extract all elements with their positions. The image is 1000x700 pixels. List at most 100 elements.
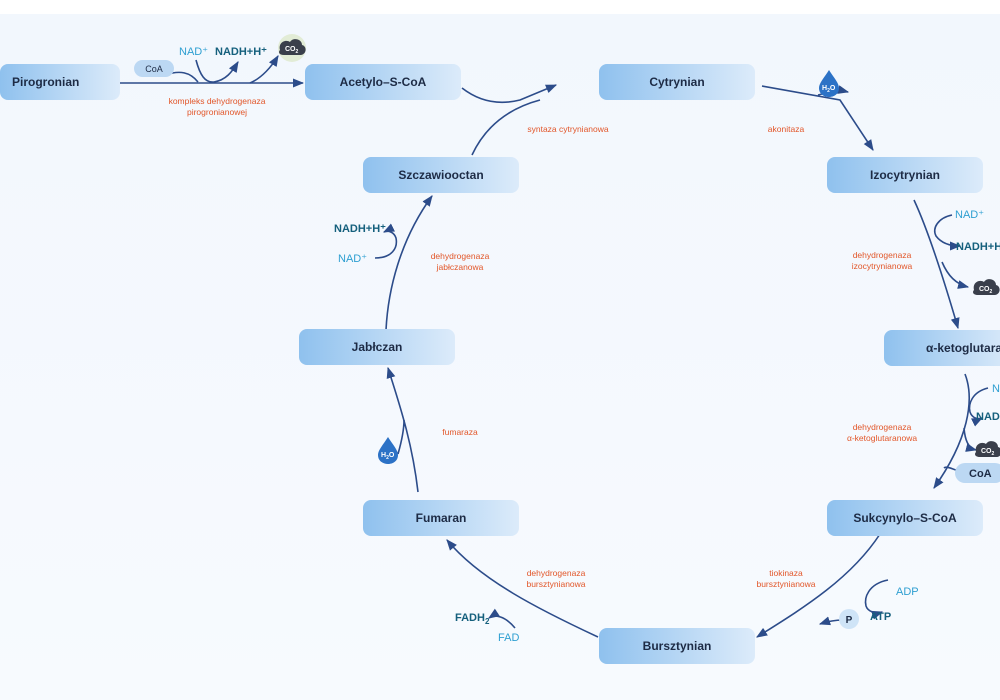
- arrow-synthase: [461, 84, 558, 104]
- co2-c: CO: [285, 46, 296, 53]
- arrow-mdh: [385, 195, 433, 331]
- arrow-sdh-fad: [488, 608, 516, 629]
- h2o-h: H: [381, 452, 386, 459]
- svg-text:FADH2: FADH2: [455, 612, 490, 626]
- node-label: Acetylo–S-CoA: [340, 75, 427, 89]
- enzyme-pdh-line2: pirogronianowej: [187, 107, 247, 117]
- reaction-arrows: [120, 55, 989, 638]
- co2-icon: CO2: [278, 34, 306, 62]
- node-jablczan: Jabłczan: [299, 329, 455, 365]
- phosphate-badge: P: [839, 609, 859, 629]
- arrow-synthase-oaa: [471, 99, 541, 156]
- node-label: Fumaran: [416, 511, 467, 525]
- node-label: Cytrynian: [649, 75, 704, 89]
- arrow-fumarase-h2o: [397, 419, 405, 455]
- arrow-sdh: [446, 539, 599, 638]
- enzyme-akg-line1: dehydrogenaza: [853, 422, 912, 432]
- top-band: [0, 0, 1000, 14]
- coa-label: CoA: [145, 64, 163, 74]
- enzyme-syntaza: syntaza cytrynianowa: [527, 124, 609, 134]
- arrow-akg-nad: [968, 387, 989, 427]
- enzyme-fumaraza: fumaraza: [442, 427, 478, 437]
- node-label: Bursztynian: [643, 639, 712, 653]
- svg-text:H2O: H2O: [822, 85, 836, 94]
- arrow-idh: [913, 199, 960, 330]
- enzyme-sdh-line2: bursztynianowa: [526, 579, 585, 589]
- enzyme-tio-line1: tiokinaza: [769, 568, 803, 578]
- nadh-label-mdh: NADH+H⁺: [334, 223, 386, 235]
- nad-label-mdh: NAD⁺: [338, 253, 367, 265]
- arrow-mdh-nad: [374, 223, 398, 259]
- node-bursztynian: Bursztynian: [599, 628, 755, 664]
- co2-icon: CO2: [975, 441, 1000, 457]
- h2o-o: O: [830, 85, 836, 92]
- svg-text:H2O: H2O: [381, 452, 395, 461]
- h2o-o: O: [389, 452, 395, 459]
- h2o-sub: 2: [386, 455, 389, 461]
- co2-c: CO: [979, 286, 990, 293]
- node-acetylo: Acetylo–S-CoA: [305, 64, 461, 100]
- phosphate-label: P: [846, 615, 853, 626]
- fad-label: FAD: [498, 632, 519, 644]
- enzyme-mdh-line1: dehydrogenaza: [431, 251, 490, 261]
- nad-label-idh: NAD⁺: [955, 209, 984, 221]
- co2-sub: 2: [990, 289, 993, 295]
- arrow-akg-coa: [943, 466, 957, 471]
- h2o-h: H: [822, 85, 827, 92]
- coa-label: CoA: [969, 468, 992, 480]
- enzyme-mdh-line2: jabłczanowa: [436, 262, 484, 272]
- arrow-pdh-nad: [195, 59, 239, 83]
- node-label: α-ketoglutaran: [926, 341, 1000, 355]
- svg-text:CO2: CO2: [979, 286, 993, 295]
- node-label: Sukcynylo–S-CoA: [853, 511, 957, 525]
- coa-pill-akg: CoA: [955, 463, 1000, 483]
- node-cytrynian: Cytrynian: [599, 64, 755, 100]
- water-drop-icon: H2O: [819, 70, 839, 97]
- co2-icon: CO2: [973, 279, 1000, 295]
- enzyme-idh-line2: izocytrynianowa: [852, 261, 913, 271]
- fadh2-sub: 2: [485, 617, 490, 626]
- nadh-label-akg: NAD: [976, 411, 1000, 423]
- node-pirogronian: Pirogronian: [0, 64, 120, 100]
- node-label: Pirogronian: [12, 75, 79, 89]
- svg-text:CO2: CO2: [285, 46, 299, 55]
- adp-label: ADP: [896, 586, 919, 598]
- fadh2-label: FADH: [455, 612, 485, 624]
- enzyme-akg-line2: α-ketoglutaranowa: [847, 433, 917, 443]
- atp-label: ATP: [870, 611, 891, 623]
- arrow-tiokinaza: [756, 533, 881, 638]
- arrow-idh-co2: [941, 261, 970, 289]
- enzyme-sdh-line1: dehydrogenaza: [527, 568, 586, 578]
- enzyme-labels: kompleks dehydrogenaza pirogronianowej s…: [169, 96, 918, 589]
- enzyme-idh-line1: dehydrogenaza: [853, 250, 912, 260]
- node-izocytrynian: Izocytrynian: [827, 157, 983, 193]
- node-label: Jabłczan: [352, 340, 403, 354]
- water-drop-icon: H2O: [378, 437, 398, 464]
- node-label: Szczawiooctan: [398, 168, 483, 182]
- svg-text:CO2: CO2: [981, 448, 995, 457]
- enzyme-tio-line2: bursztynianowa: [756, 579, 815, 589]
- node-szczawiooctan: Szczawiooctan: [363, 157, 519, 193]
- enzyme-akonitaza: akonitaza: [768, 124, 805, 134]
- h2o-sub: 2: [827, 88, 830, 94]
- arrow-akg: [933, 373, 970, 489]
- co2-sub: 2: [992, 451, 995, 457]
- nad-label-pdh: NAD⁺: [179, 46, 208, 58]
- nadh-label-idh: NADH+H: [956, 241, 1000, 253]
- node-sukcynylo: Sukcynylo–S-CoA: [827, 500, 983, 536]
- nad-label-akg: N: [992, 383, 1000, 395]
- arrow-aconitase: [761, 85, 874, 151]
- arrow-pdh-co2: [249, 55, 279, 84]
- co2-sub: 2: [296, 49, 299, 55]
- arrow-tiokinaza-adp: [864, 579, 889, 620]
- node-label: Izocytrynian: [870, 168, 940, 182]
- arrow-idh-nad: [934, 214, 962, 251]
- enzyme-pdh-line1: kompleks dehydrogenaza: [169, 96, 266, 106]
- coa-pill-pdh: CoA: [134, 60, 174, 77]
- nadh-label-pdh: NADH+H⁺: [215, 46, 267, 58]
- co2-c: CO: [981, 448, 992, 455]
- arrow-akg-co2: [963, 427, 978, 452]
- node-fumaran: Fumaran: [363, 500, 519, 536]
- node-ketoglutaran: α-ketoglutaran: [884, 330, 1000, 366]
